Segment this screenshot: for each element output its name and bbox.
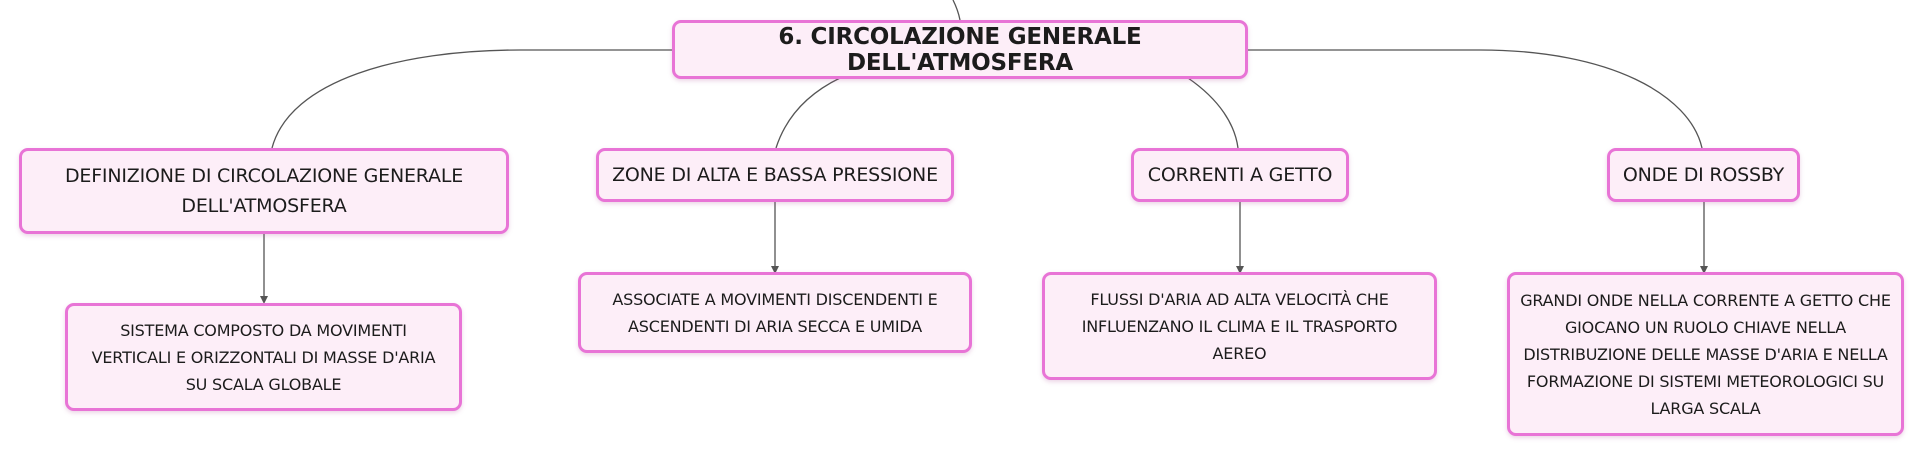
detail-node-definizione[interactable]: SISTEMA COMPOSTO DA MOVIMENTI VERTICALI … (65, 303, 462, 411)
detail-text-zone-pressione: ASSOCIATE A MOVIMENTI DISCENDENTI E ASCE… (612, 289, 938, 336)
connector-root-parent (952, 0, 961, 21)
detail-text-definizione: SISTEMA COMPOSTO DA MOVIMENTI VERTICALI … (91, 320, 436, 394)
arrowhead-branch-3-detail (1236, 266, 1244, 274)
root-label: 6. CIRCOLAZIONE GENERALE DELL'ATMOSFERA (778, 23, 1142, 76)
connector-root-branch-1 (271, 49, 672, 149)
detail-text-onde-rossby: GRANDI ONDE NELLA CORRENTE A GETTO CHE G… (1520, 290, 1891, 418)
branch-label-zone-pressione: ZONE DI ALTA E BASSA PRESSIONE (612, 164, 938, 186)
detail-node-zone-pressione[interactable]: ASSOCIATE A MOVIMENTI DISCENDENTI E ASCE… (578, 272, 972, 353)
branch-label-correnti-getto: CORRENTI A GETTO (1147, 164, 1333, 186)
detail-node-correnti-getto[interactable]: FLUSSI D'ARIA AD ALTA VELOCITÀ CHE INFLU… (1042, 272, 1437, 380)
detail-text-correnti-getto: FLUSSI D'ARIA AD ALTA VELOCITÀ CHE INFLU… (1081, 289, 1398, 363)
branch-label-definizione: DEFINIZIONE DI CIRCOLAZIONE GENERALE DEL… (64, 165, 464, 217)
branch-label-onde-rossby: ONDE DI ROSSBY (1622, 164, 1785, 186)
root-node[interactable]: 6. CIRCOLAZIONE GENERALE DELL'ATMOSFERA (672, 20, 1248, 79)
branch-node-correnti-getto[interactable]: CORRENTI A GETTO (1131, 148, 1349, 202)
connector-root-branch-2 (775, 77, 841, 149)
branch-node-onde-rossby[interactable]: ONDE DI ROSSBY (1607, 148, 1800, 202)
arrowhead-branch-1-detail (260, 296, 268, 304)
connector-root-branch-4 (1248, 49, 1703, 149)
branch-node-definizione[interactable]: DEFINIZIONE DI CIRCOLAZIONE GENERALE DEL… (19, 148, 509, 234)
arrowhead-branch-4-detail (1700, 266, 1708, 274)
detail-node-onde-rossby[interactable]: GRANDI ONDE NELLA CORRENTE A GETTO CHE G… (1507, 272, 1904, 436)
arrowhead-branch-2-detail (771, 266, 779, 274)
connector-root-branch-3 (1187, 77, 1239, 149)
branch-node-zone-pressione[interactable]: ZONE DI ALTA E BASSA PRESSIONE (596, 148, 954, 202)
